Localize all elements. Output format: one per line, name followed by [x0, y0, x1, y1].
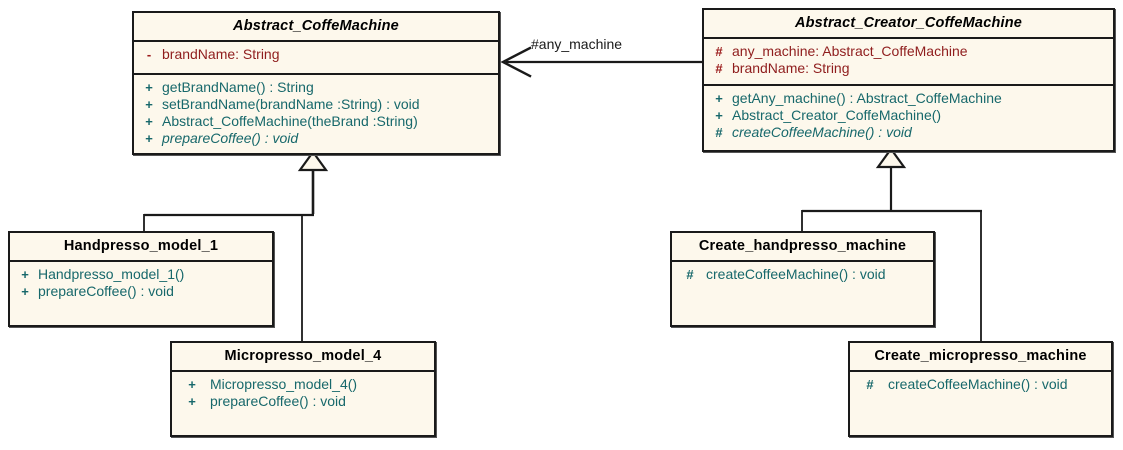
attribute-row: - brandName: String [136, 46, 496, 63]
operation-row: + Handpresso_model_1() [12, 266, 270, 283]
operations-compartment-abstract-creator-coffe-machine: + getAny_machine() : Abstract_CoffeMachi… [704, 86, 1113, 145]
operations-compartment-create-handpresso-machine: # createCoffeeMachine() : void [672, 262, 933, 287]
operation-text: Abstract_CoffeMachine(theBrand :String) [162, 113, 418, 129]
class-name-micropresso-model-4: Micropresso_model_4 [172, 343, 434, 372]
operation-row: + getBrandName() : String [136, 79, 496, 96]
operation-row: + Abstract_CoffeMachine(theBrand :String… [136, 113, 496, 130]
visibility-marker: + [188, 377, 196, 392]
visibility-marker: + [21, 267, 29, 282]
visibility-marker: + [188, 394, 196, 409]
operation-text: setBrandName(brandName :String) : void [162, 96, 420, 112]
operation-text: prepareCoffee() : void [210, 393, 346, 409]
operation-text: prepareCoffee() : void [162, 130, 299, 146]
visibility-marker: + [145, 114, 153, 129]
operation-row: # createCoffeeMachine() : void [706, 124, 1111, 141]
visibility-marker: # [686, 267, 694, 282]
visibility-marker: # [715, 125, 723, 140]
operation-text: createCoffeeMachine() : void [732, 124, 912, 140]
visibility-marker: + [145, 131, 153, 146]
operation-text: createCoffeeMachine() : void [706, 266, 886, 282]
class-name-create-micropresso-machine: Create_micropresso_machine [850, 343, 1111, 372]
class-box-micropresso-model-4[interactable]: Micropresso_model_4 + Micropresso_model_… [170, 341, 436, 437]
class-name-abstract-coffe-machine: Abstract_CoffeMachine [134, 13, 498, 42]
class-box-create-handpresso-machine[interactable]: Create_handpresso_machine # createCoffee… [670, 231, 935, 327]
operation-row: + prepareCoffee() : void [136, 130, 496, 147]
visibility-marker: - [146, 47, 152, 62]
operation-text: getAny_machine() : Abstract_CoffeMachine [732, 90, 1002, 106]
class-box-handpresso-model-1[interactable]: Handpresso_model_1 + Handpresso_model_1(… [8, 231, 274, 327]
operation-text: Abstract_Creator_CoffeMachine() [732, 107, 942, 123]
attributes-compartment-abstract-coffe-machine: - brandName: String [134, 42, 498, 75]
operations-compartment-abstract-coffe-machine: + getBrandName() : String + setBrandName… [134, 75, 498, 151]
attributes-compartment-abstract-creator-coffe-machine: # any_machine: Abstract_CoffeMachine # b… [704, 39, 1113, 86]
association-any-machine [500, 46, 702, 78]
operation-row: # createCoffeeMachine() : void [852, 376, 1109, 393]
operations-compartment-create-micropresso-machine: # createCoffeeMachine() : void [850, 372, 1111, 397]
visibility-marker: + [145, 80, 153, 95]
visibility-marker: # [715, 61, 723, 76]
operation-row: + prepareCoffee() : void [12, 283, 270, 300]
operations-compartment-micropresso-model-4: + Micropresso_model_4() + prepareCoffee(… [172, 372, 434, 414]
visibility-marker: + [715, 108, 723, 123]
association-label-any-machine: #any_machine [531, 36, 623, 52]
class-box-abstract-creator-coffe-machine[interactable]: Abstract_Creator_CoffeMachine # any_mach… [702, 8, 1115, 152]
operation-text: Micropresso_model_4() [210, 376, 358, 392]
visibility-marker: + [21, 284, 29, 299]
operations-compartment-handpresso-model-1: + Handpresso_model_1() + prepareCoffee()… [10, 262, 272, 304]
attribute-text: brandName: String [162, 46, 280, 62]
class-name-create-handpresso-machine: Create_handpresso_machine [672, 233, 933, 262]
class-box-create-micropresso-machine[interactable]: Create_micropresso_machine # createCoffe… [848, 341, 1113, 437]
attribute-text: brandName: String [732, 60, 850, 76]
visibility-marker: + [715, 91, 723, 106]
visibility-marker: # [715, 44, 723, 59]
operation-text: prepareCoffee() : void [38, 283, 174, 299]
operation-text: getBrandName() : String [162, 79, 314, 95]
visibility-marker: # [866, 377, 874, 392]
operation-text: Handpresso_model_1() [38, 266, 185, 282]
operation-row: + setBrandName(brandName :String) : void [136, 96, 496, 113]
operation-text: createCoffeeMachine() : void [888, 376, 1068, 392]
operation-row: + Micropresso_model_4() [174, 376, 432, 393]
class-name-abstract-creator-coffe-machine: Abstract_Creator_CoffeMachine [704, 10, 1113, 39]
operation-row: + prepareCoffee() : void [174, 393, 432, 410]
attribute-row: # brandName: String [706, 60, 1111, 77]
class-name-handpresso-model-1: Handpresso_model_1 [10, 233, 272, 262]
operation-row: + getAny_machine() : Abstract_CoffeMachi… [706, 90, 1111, 107]
operation-row: # createCoffeeMachine() : void [674, 266, 931, 283]
attribute-row: # any_machine: Abstract_CoffeMachine [706, 43, 1111, 60]
visibility-marker: + [145, 97, 153, 112]
class-box-abstract-coffe-machine[interactable]: Abstract_CoffeMachine - brandName: Strin… [132, 11, 500, 155]
attribute-text: any_machine: Abstract_CoffeMachine [732, 43, 968, 59]
operation-row: + Abstract_Creator_CoffeMachine() [706, 107, 1111, 124]
